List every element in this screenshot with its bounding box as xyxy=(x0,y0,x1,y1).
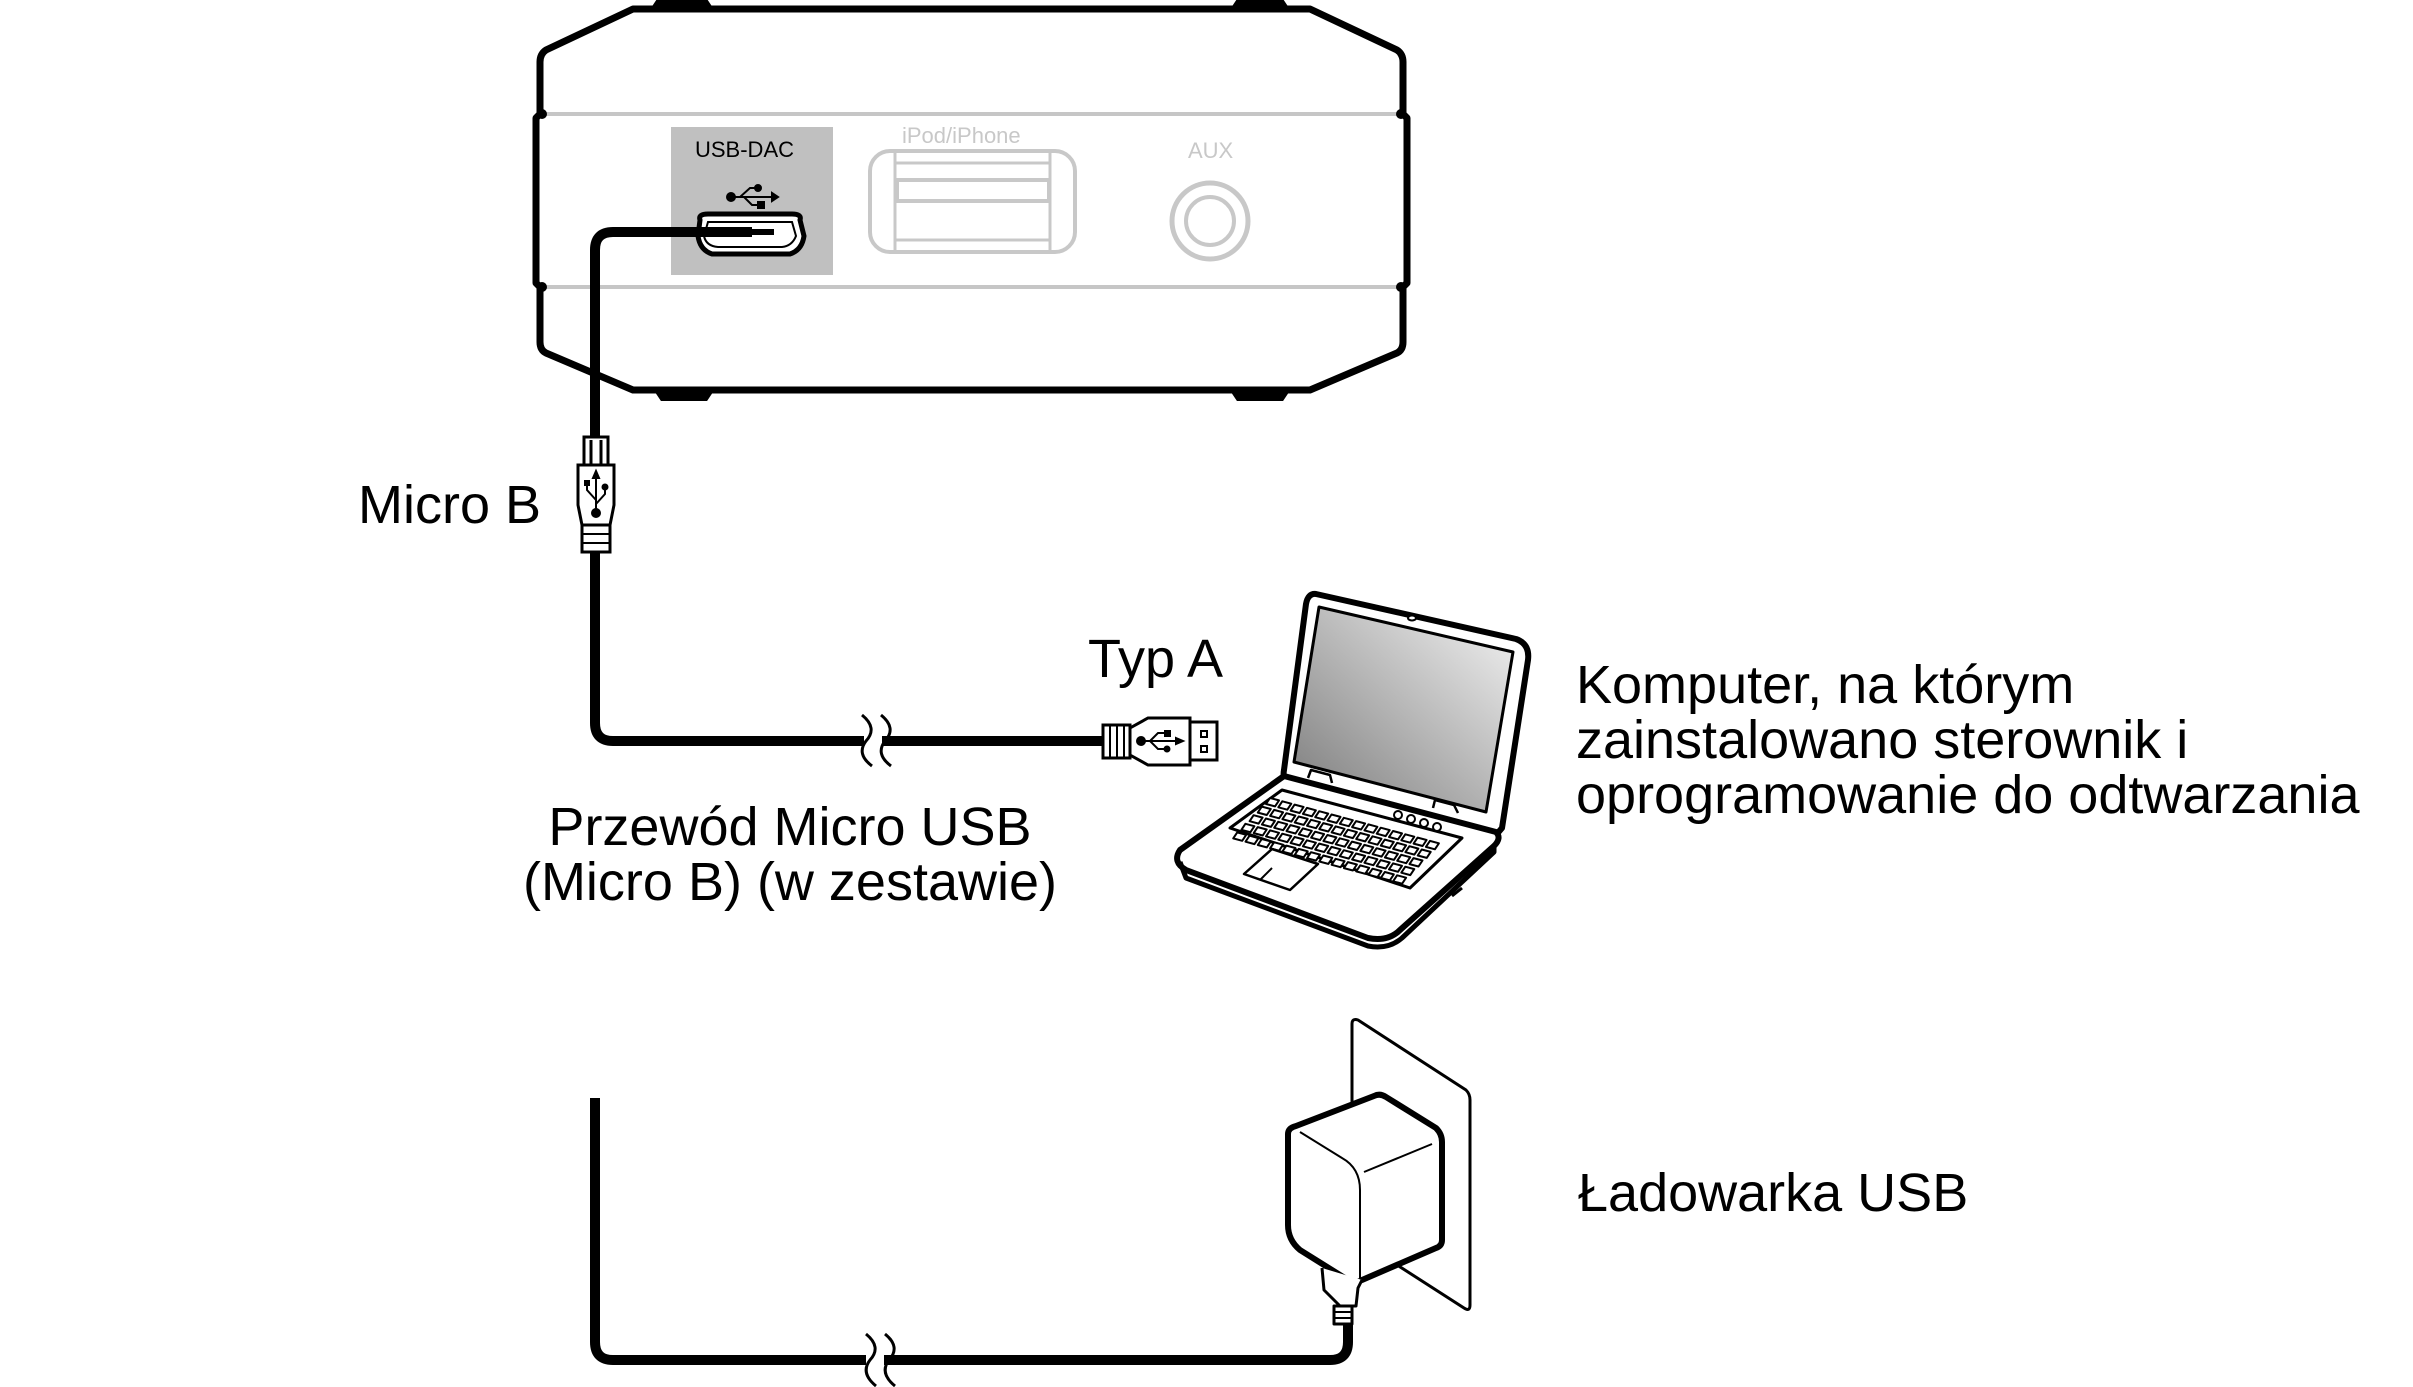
laptop-key xyxy=(1359,843,1375,855)
computer-description-line-2: zainstalowano sterownik i xyxy=(1576,710,2189,770)
laptop-key xyxy=(1416,848,1432,859)
usb-trident-icon xyxy=(1136,730,1186,753)
laptop-key xyxy=(1351,820,1367,831)
laptop-key xyxy=(1342,861,1358,872)
laptop-keyboard xyxy=(1232,797,1440,885)
laptop-key xyxy=(1388,830,1403,841)
laptop-key xyxy=(1306,851,1321,862)
laptop-key xyxy=(1396,853,1412,865)
laptop-key xyxy=(1363,823,1379,834)
laptop-key xyxy=(1244,834,1260,846)
laptop-key xyxy=(1318,822,1334,833)
charger-cable xyxy=(590,1098,1353,1387)
label-usb-charger: Ładowarka USB xyxy=(1578,1163,1969,1223)
laptop-key xyxy=(1355,864,1371,875)
laptop-key xyxy=(1322,834,1338,845)
laptop-key xyxy=(1326,845,1342,857)
laptop-key xyxy=(1392,874,1408,885)
laptop-icon xyxy=(1174,590,1532,950)
laptop-key xyxy=(1314,810,1330,821)
laptop-key xyxy=(1281,812,1297,823)
usb-trident-icon xyxy=(584,468,609,518)
port-label-ipod-iphone: iPod/iPhone xyxy=(902,123,1021,148)
port-label-aux: AUX xyxy=(1188,138,1234,163)
laptop-key xyxy=(1318,854,1334,865)
laptop-key xyxy=(1371,847,1387,858)
laptop-key xyxy=(1281,844,1297,855)
micro-b-plug xyxy=(576,435,616,554)
laptop-key xyxy=(1232,831,1248,842)
laptop-key xyxy=(1375,859,1391,870)
laptop-key xyxy=(1375,826,1391,838)
laptop-key xyxy=(1297,827,1313,838)
laptop-key xyxy=(1240,822,1256,834)
laptop-key xyxy=(1347,840,1362,851)
laptop-key xyxy=(1293,815,1309,826)
laptop-key xyxy=(1367,835,1383,846)
laptop-key xyxy=(1277,832,1293,844)
usb-charger-icon xyxy=(1285,1018,1472,1326)
device-rear-panel xyxy=(532,0,1411,401)
laptop-key xyxy=(1412,836,1428,847)
laptop-key xyxy=(1367,867,1383,879)
laptop-key xyxy=(1330,825,1346,836)
laptop-key xyxy=(1355,832,1371,843)
laptop-key xyxy=(1256,805,1272,816)
laptop-key xyxy=(1310,830,1326,842)
type-a-plug xyxy=(1101,716,1219,767)
laptop-key xyxy=(1408,857,1424,868)
laptop-key xyxy=(1252,826,1268,837)
ipod-iphone-port[interactable] xyxy=(868,149,1077,254)
cable-break-icon xyxy=(864,1332,896,1387)
computer-description-line-3: oprogramowanie do odtwarzania xyxy=(1576,765,2360,825)
aux-jack[interactable] xyxy=(1169,180,1251,262)
laptop-key xyxy=(1351,852,1367,863)
laptop-key xyxy=(1342,828,1358,840)
cable-description-line-2: (Micro B) (w zestawie) xyxy=(522,852,1058,912)
laptop-key xyxy=(1330,857,1346,869)
laptop-key xyxy=(1289,836,1305,847)
laptop-key xyxy=(1334,837,1350,848)
laptop-key xyxy=(1400,833,1416,844)
laptop-key xyxy=(1301,806,1317,818)
laptop-key xyxy=(1338,849,1354,860)
laptop-key xyxy=(1424,839,1440,851)
computer-description-line-1: Komputer, na którym xyxy=(1576,655,2075,715)
laptop-key xyxy=(1293,847,1309,859)
cable-break-icon xyxy=(860,713,892,768)
laptop-key xyxy=(1404,845,1420,856)
usb-trident-icon xyxy=(726,184,780,209)
laptop-key xyxy=(1248,814,1264,825)
cable-description-line-1: Przewód Micro USB xyxy=(548,797,1032,857)
laptop-key xyxy=(1256,838,1272,849)
laptop-key xyxy=(1273,820,1289,832)
laptop-key xyxy=(1379,838,1395,849)
laptop-key xyxy=(1392,841,1408,853)
laptop-key xyxy=(1363,855,1379,867)
laptop-key xyxy=(1306,818,1321,830)
label-cable-description: Przewód Micro USB (Micro B) (w zestawie) xyxy=(505,800,1075,910)
label-computer-description: Komputer, na którym zainstalowano sterow… xyxy=(1576,658,2359,823)
laptop-key xyxy=(1285,824,1301,835)
laptop-key xyxy=(1265,797,1280,808)
laptop-key xyxy=(1265,829,1280,840)
laptop-key xyxy=(1383,850,1399,861)
laptop-key xyxy=(1338,816,1354,828)
micro-usb-cable xyxy=(590,227,1103,768)
laptop-key xyxy=(1269,808,1285,820)
laptop-key xyxy=(1289,803,1305,814)
laptop-key xyxy=(1301,839,1317,850)
laptop-key xyxy=(1326,813,1342,824)
laptop-touchpad xyxy=(1242,847,1320,892)
laptop-key xyxy=(1388,862,1403,873)
laptop-key xyxy=(1379,871,1395,882)
laptop-key xyxy=(1314,842,1330,853)
port-label-usb-dac: USB-DAC xyxy=(695,137,795,162)
laptop-key xyxy=(1260,817,1276,828)
laptop-key xyxy=(1277,800,1293,811)
label-typ-a: Typ A xyxy=(1088,629,1224,689)
label-micro-b: Micro B xyxy=(358,475,542,535)
laptop-key xyxy=(1400,865,1416,877)
